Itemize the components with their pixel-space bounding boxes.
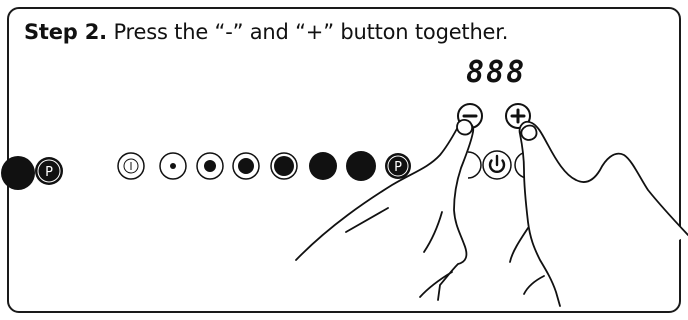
heat-level-4-button[interactable] (271, 153, 297, 179)
program-symbol-right: P (394, 160, 402, 175)
heat-level-edge-dot (1, 156, 35, 190)
heat-level-0-button[interactable] (118, 153, 144, 179)
heat-level-6-button[interactable] (346, 151, 376, 181)
heat-level-2-button[interactable] (197, 153, 223, 179)
program-button-right[interactable]: P (385, 153, 411, 179)
power-button[interactable] (483, 151, 511, 179)
hand-icon (520, 122, 688, 306)
hidden-button-partial-left (468, 152, 481, 178)
display-readout: 888 (466, 55, 526, 90)
heat-level-5-button[interactable] (309, 152, 337, 180)
right-hand-illustration (510, 122, 688, 306)
left-hand-illustration (296, 120, 473, 300)
heat-level-3-button[interactable] (233, 153, 259, 179)
program-symbol-left: P (45, 165, 53, 180)
heat-level-1-button[interactable] (160, 153, 186, 179)
program-button-left[interactable]: P (35, 157, 63, 185)
